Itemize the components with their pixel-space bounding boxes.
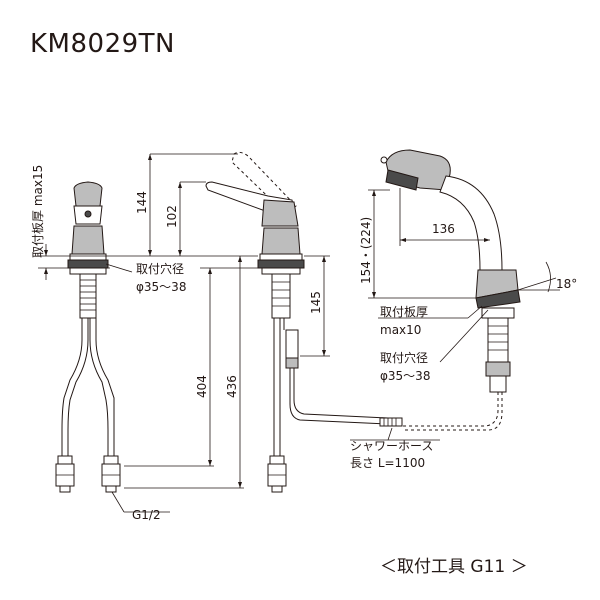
shower-shank: [487, 317, 509, 363]
plate-label: 取付板厚: [380, 305, 428, 319]
tool-footer: ＜取付工具 G11 ＞: [380, 557, 528, 577]
side-mount-plate: [257, 259, 305, 269]
front-hose-right-inner: [89, 318, 109, 456]
hose-coil: [379, 417, 403, 427]
front-view: [55, 181, 121, 493]
front-hose-left-inner: [67, 318, 89, 456]
shower-mount-plate: [475, 289, 521, 309]
hose-label: シャワーホース: [350, 439, 433, 453]
front-hose-left-outer: [61, 318, 83, 456]
hole2-value: φ35～38: [380, 369, 430, 383]
dim-102-text: 102: [165, 205, 179, 228]
shower-hose-dashed: [402, 392, 499, 427]
dim-136-text: 136: [432, 222, 455, 236]
front-fitting-left-top: [57, 455, 73, 465]
dim-144-text: 144: [135, 191, 149, 214]
front-handle: [73, 181, 103, 207]
side-body: [261, 227, 301, 255]
side-handle-head: [261, 199, 299, 227]
side-shower-connector: [285, 329, 299, 359]
side-shower-hose: [289, 368, 389, 425]
plate-leader: [467, 305, 483, 319]
hole2-leader: [439, 309, 489, 363]
hole-value: φ35～38: [136, 280, 186, 294]
front-mount-plate: [67, 259, 109, 269]
plate-value: max10: [380, 323, 421, 337]
hole-label: 取付穴径: [136, 261, 184, 276]
angle-text: 18°: [556, 277, 577, 291]
hole2-label: 取付穴径: [380, 350, 428, 365]
shower-face: [385, 169, 419, 191]
side-view: [205, 151, 389, 493]
front-body: [71, 225, 105, 255]
hose-value: 長さ L=1100: [350, 456, 425, 470]
front-handle-dot: [84, 210, 92, 218]
front-nut: [69, 267, 107, 275]
dim-404-text: 404: [195, 375, 209, 398]
mount-thickness-label: 取付板厚 max15: [31, 165, 45, 258]
dim-154-text: 154・(224): [359, 217, 373, 284]
front-fitting-right-top: [103, 455, 119, 465]
model-title: KM8029TN: [30, 29, 175, 59]
front-hose-right-outer: [95, 318, 115, 456]
hole-leader: [105, 263, 133, 273]
front-shank: [79, 273, 97, 319]
dim-145-text: 145: [309, 291, 323, 314]
shower-view: [379, 149, 521, 431]
g-leader: [111, 491, 125, 513]
dim-436-text: 436: [225, 375, 239, 398]
front-shank-threads: [80, 279, 96, 311]
angle-arc: [545, 261, 551, 293]
g-label: G1/2: [132, 508, 161, 522]
front-base-ring: [69, 253, 107, 261]
side-shank: [271, 273, 291, 319]
hose-leader: [387, 427, 393, 441]
